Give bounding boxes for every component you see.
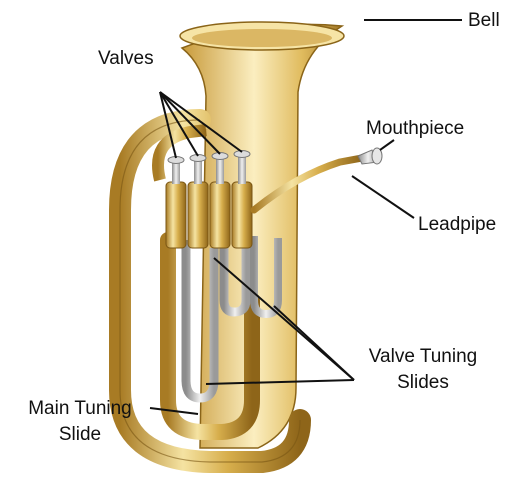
mouthpiece-label: Mouthpiece: [366, 118, 464, 140]
mouthpiece-shape: [358, 148, 382, 164]
valves-label: Valves: [98, 48, 154, 70]
leadpipe-label: Leadpipe: [418, 214, 496, 236]
valve-tuning-slides-label-line2: Slides: [360, 372, 486, 394]
main-tuning-slide-label-line1: Main Tuning: [10, 398, 150, 420]
bell-label: Bell: [468, 10, 500, 32]
mouthpiece-leader: [380, 140, 394, 150]
main-tuning-slide-label-line2: Slide: [10, 424, 150, 446]
valve-tuning-slides-label-line1: Valve Tuning: [360, 346, 486, 368]
leadpipe-leader: [352, 176, 414, 218]
